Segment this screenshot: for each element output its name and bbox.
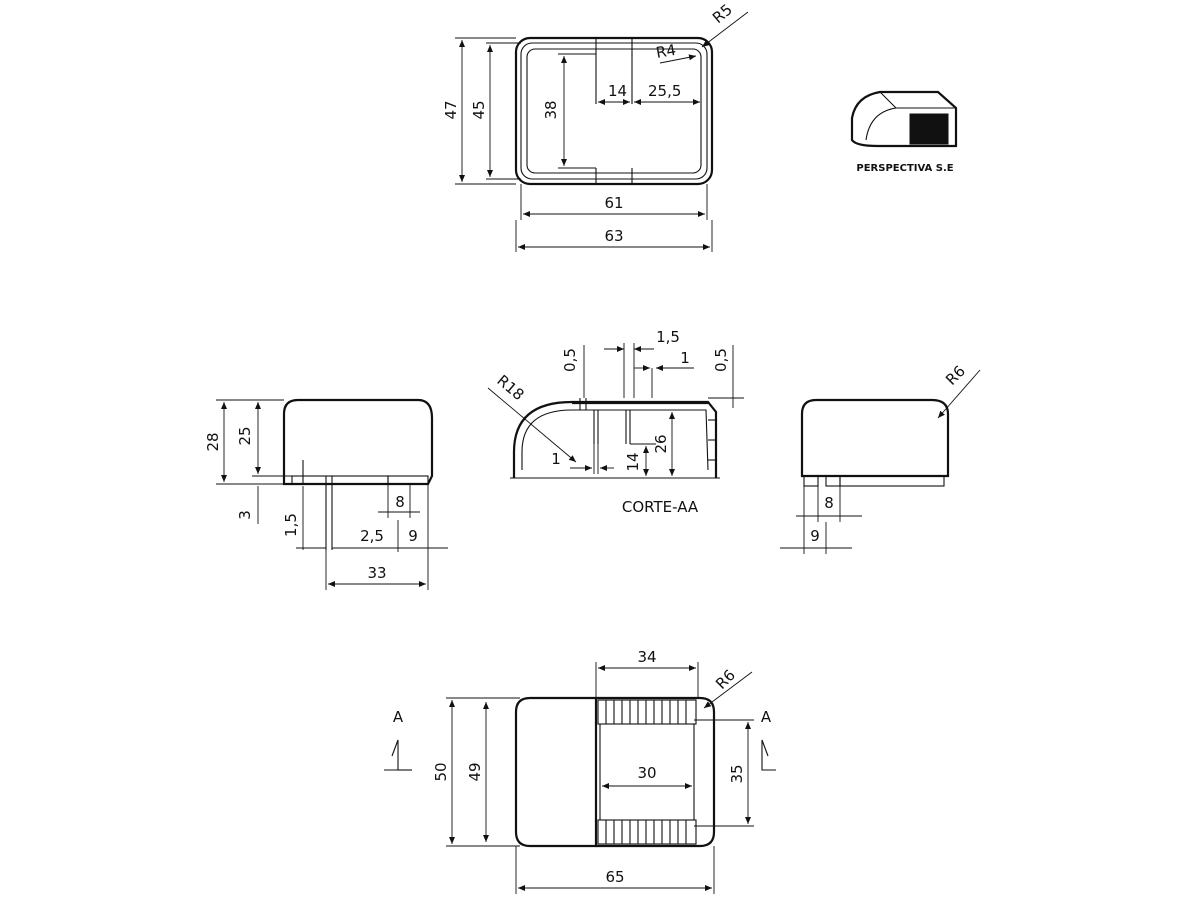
left-view-body xyxy=(282,398,434,486)
section-view: R18 0,5 1,5 1 0,5 26 xyxy=(487,328,744,516)
radius-r4: R4 xyxy=(655,41,678,62)
dim-50-lines xyxy=(446,697,520,847)
dim-33: 33 xyxy=(367,564,386,582)
section-label: CORTE-AA xyxy=(622,498,699,516)
top-view: 47 45 38 14 25,5 R5 R4 61 xyxy=(442,0,749,252)
dim-8-lines xyxy=(378,484,420,518)
side-view-left: 28 25 3 1,5 8 2,5 9 xyxy=(204,398,448,590)
dim-61: 61 xyxy=(604,194,623,212)
perspective-curve xyxy=(865,107,897,141)
dim-1-5-lines xyxy=(296,486,326,550)
dim-14-section-lines xyxy=(630,443,656,476)
dim-14-section: 14 xyxy=(624,452,642,471)
perspective-label: PERSPECTIVA S.E xyxy=(856,163,953,174)
r6-bottom-leader xyxy=(703,671,753,709)
dim-38: 38 xyxy=(542,100,560,119)
bottom-view-top-rib-block xyxy=(597,699,697,725)
radius-r6-bottom: R6 xyxy=(712,666,739,693)
top-view-cavity-outline xyxy=(526,48,702,174)
bottom-view-ribs xyxy=(599,700,695,844)
top-view-ribs xyxy=(595,38,633,184)
dim-8-right: 8 xyxy=(824,494,834,512)
dim-61-lines xyxy=(520,184,708,220)
r18-leader xyxy=(487,387,577,463)
bottom-view-bottom-rib-block xyxy=(597,819,697,845)
dim-1-5-section: 1,5 xyxy=(656,328,680,346)
dim-1-bottom-lines xyxy=(570,444,614,474)
dim-65: 65 xyxy=(605,868,624,886)
dim-1-top-lines xyxy=(634,365,694,398)
left-view-pins xyxy=(291,460,429,550)
perspective-opening xyxy=(909,113,949,145)
section-mark-right-arrow xyxy=(761,739,776,771)
dim-25-lines xyxy=(252,402,292,477)
dim-45-lines xyxy=(486,42,521,180)
top-view-inner-outline xyxy=(520,42,708,180)
dim-47: 47 xyxy=(442,100,460,119)
dim-2-5: 2,5 xyxy=(360,527,384,545)
dim-26: 26 xyxy=(652,434,670,453)
dim-34: 34 xyxy=(637,648,656,666)
dim-3: 3 xyxy=(236,510,254,520)
section-mark-right: A xyxy=(761,708,776,771)
radius-r18: R18 xyxy=(493,371,527,404)
section-mark-left-arrow xyxy=(384,739,399,771)
section-mark-left: A xyxy=(384,708,412,771)
radius-r5: R5 xyxy=(709,0,736,27)
side-view-right: R6 8 9 xyxy=(780,362,981,554)
right-view-pins xyxy=(803,475,945,487)
dim-45: 45 xyxy=(470,100,488,119)
dim-14: 14 xyxy=(608,82,627,100)
section-ribs xyxy=(579,398,716,461)
dim-0-5-right: 0,5 xyxy=(712,348,730,372)
dim-63-lines xyxy=(515,220,713,252)
bottom-view-right-body xyxy=(596,696,716,848)
bottom-view: 34 R6 50 49 30 35 65 xyxy=(384,648,776,894)
dim-34-lines xyxy=(595,662,699,698)
dim-35: 35 xyxy=(728,764,746,783)
dim-1-5-section-lines xyxy=(604,343,654,398)
dim-25-5: 25,5 xyxy=(648,82,681,100)
dim-49: 49 xyxy=(466,762,484,781)
perspective-view: PERSPECTIVA S.E xyxy=(850,90,958,174)
dim-0-5-right-lines xyxy=(708,345,744,408)
right-view-body xyxy=(800,398,950,478)
dim-9-left: 9 xyxy=(408,527,418,545)
dim-35-lines xyxy=(694,719,754,827)
dim-28-lines xyxy=(216,399,284,485)
r6-right-leader xyxy=(937,369,981,419)
section-mark-left-label: A xyxy=(393,708,404,726)
dim-2-5-9-lines xyxy=(332,484,448,552)
top-view-outer-outline xyxy=(514,36,714,186)
dim-8-left: 8 xyxy=(395,493,405,511)
section-inner-outline xyxy=(521,409,709,471)
section-outer-outline xyxy=(512,400,718,478)
dim-0-5-left: 0,5 xyxy=(561,348,579,372)
dim-33-lines xyxy=(325,550,429,590)
perspective-top-edge xyxy=(879,91,956,109)
dim-47-lines xyxy=(455,37,516,185)
dim-50: 50 xyxy=(432,762,450,781)
dim-25: 25 xyxy=(236,426,254,445)
r4-leader xyxy=(659,54,697,64)
dim-1-top: 1 xyxy=(680,349,690,367)
dim-1-bottom: 1 xyxy=(551,450,561,468)
dim-63: 63 xyxy=(604,227,623,245)
dim-9-right-lines xyxy=(780,486,852,554)
dim-1-5: 1,5 xyxy=(282,513,300,537)
dim-65-lines xyxy=(515,846,715,894)
dim-9-right: 9 xyxy=(810,527,820,545)
radius-r6-right: R6 xyxy=(942,362,969,389)
dim-8-right-lines xyxy=(796,486,862,522)
bottom-view-left-body xyxy=(514,696,598,848)
dim-30: 30 xyxy=(637,764,656,782)
dim-38-lines xyxy=(558,53,596,169)
r5-leader xyxy=(701,11,749,48)
dim-28: 28 xyxy=(204,432,222,451)
section-mark-right-label: A xyxy=(761,708,772,726)
